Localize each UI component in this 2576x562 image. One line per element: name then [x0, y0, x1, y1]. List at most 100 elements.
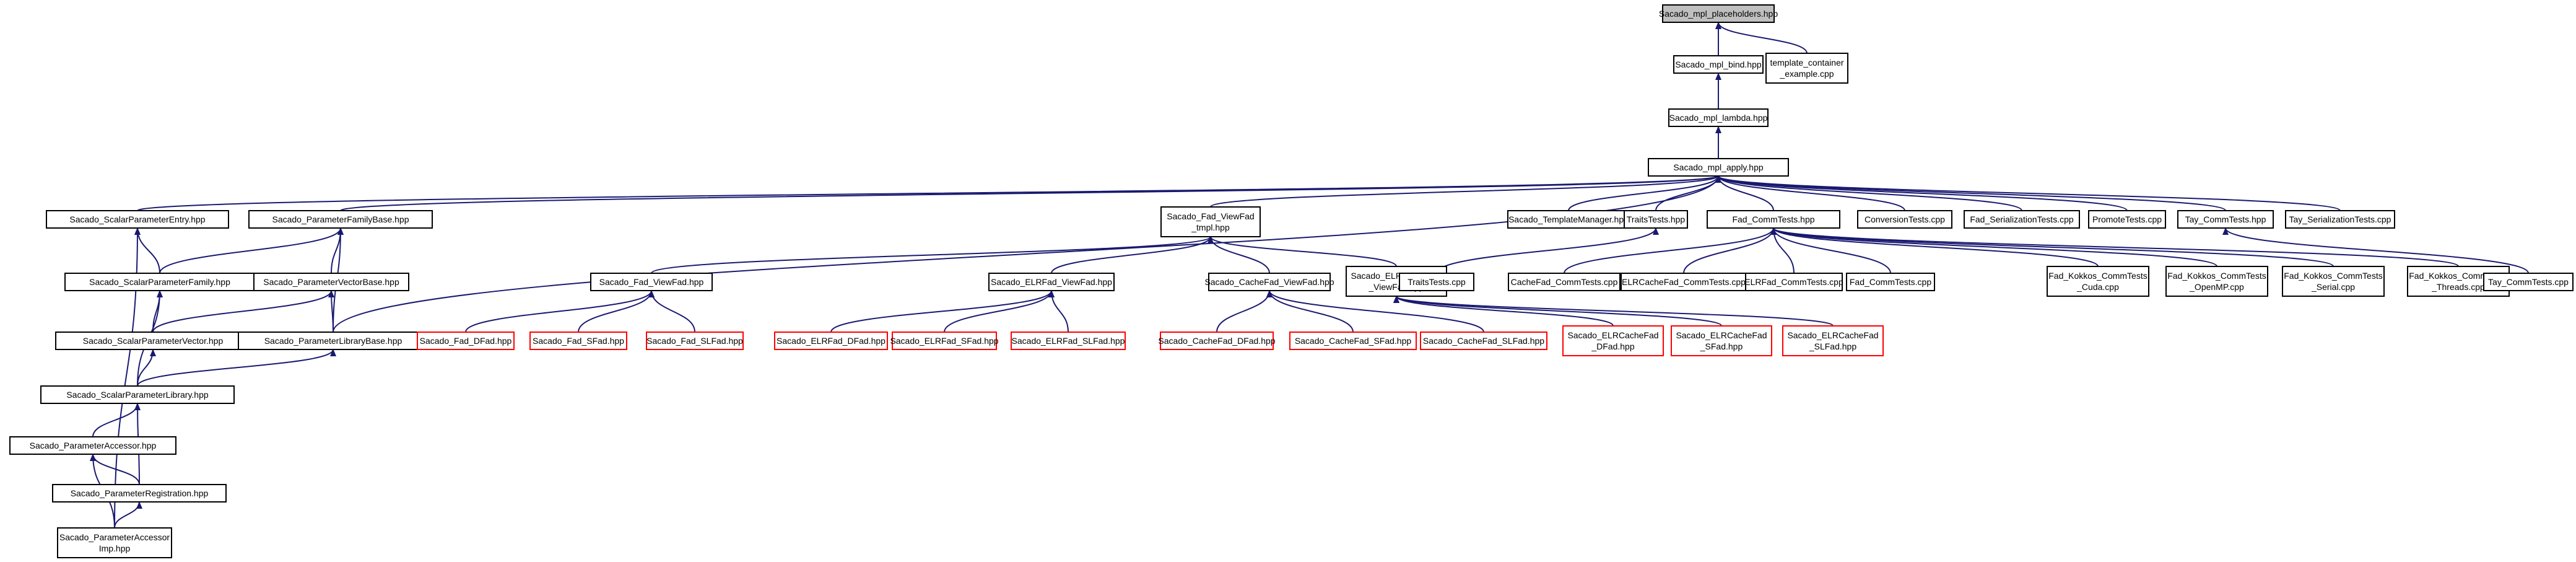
- dependency-edge: [1216, 290, 1273, 333]
- node-label: PromoteTests.cpp: [2092, 214, 2162, 224]
- file-node[interactable]: Sacado_ELRCacheFad_SFad.hpp: [1671, 325, 1772, 356]
- file-node[interactable]: Sacado_Fad_SLFad.hpp: [646, 331, 744, 350]
- edge-line: [1770, 227, 2334, 267]
- file-node[interactable]: ConversionTests.cpp: [1857, 210, 1952, 229]
- file-node[interactable]: Sacado_TemplateManager.hpp: [1507, 210, 1630, 229]
- node-label: Fad_CommTests.cpp: [1850, 277, 1931, 287]
- node-label: Sacado_ELRCacheFad: [1787, 330, 1878, 340]
- node-box: [1420, 331, 1547, 350]
- file-node[interactable]: Fad_Kokkos_CommTests_Serial.cpp: [2282, 266, 2385, 297]
- node-label: Sacado_ELRFad_SFad.hpp: [890, 336, 998, 346]
- node-box: [529, 331, 627, 350]
- file-node[interactable]: Tay_CommTests.hpp: [2177, 210, 2274, 229]
- file-node[interactable]: Sacado_ParameterLibraryBase.hpp: [238, 331, 429, 350]
- edge-line: [1393, 296, 1722, 327]
- file-node[interactable]: Sacado_mpl_bind.hpp: [1673, 55, 1764, 74]
- edge-line: [1715, 175, 1774, 211]
- file-node[interactable]: Fad_SerializationTests.cpp: [1964, 210, 2080, 229]
- file-node[interactable]: template_container_example.cpp: [1765, 53, 1848, 84]
- file-node[interactable]: Tay_SerializationTests.cpp: [2285, 210, 2395, 229]
- edge-line: [1436, 227, 1659, 274]
- node-box: [2088, 210, 2166, 229]
- edge-line: [1715, 175, 2341, 211]
- dependency-edge: [2222, 227, 2529, 274]
- node-label: _tmpl.hpp: [1191, 222, 1230, 232]
- node-label: Sacado_ScalarParameterLibrary.hpp: [66, 390, 209, 400]
- node-label: CacheFad_CommTests.cpp: [1511, 277, 1618, 287]
- file-node[interactable]: Sacado_mpl_apply.hpp: [1648, 158, 1789, 177]
- dependency-edge: [1266, 290, 1354, 333]
- file-node[interactable]: Sacado_ScalarParameterVector.hpp: [55, 331, 251, 350]
- edge-line: [1393, 296, 1834, 327]
- file-node[interactable]: Sacado_ParameterVectorBase.hpp: [253, 273, 409, 291]
- dependency-edge: [328, 290, 335, 333]
- file-node[interactable]: Sacado_ELRFad_SFad.hpp: [890, 331, 999, 350]
- file-node[interactable]: Fad_CommTests.cpp: [1846, 273, 1935, 291]
- file-node[interactable]: Sacado_ScalarParameterEntry.hpp: [46, 210, 229, 229]
- file-node[interactable]: Sacado_ELRFad_DFad.hpp: [774, 331, 888, 350]
- file-node[interactable]: Tay_CommTests.cpp: [2483, 273, 2574, 291]
- file-node[interactable]: Sacado_ScalarParameterLibrary.hpp: [40, 385, 235, 404]
- dependency-edge: [1715, 175, 2226, 211]
- file-node[interactable]: Sacado_ParameterRegistration.hpp: [52, 484, 227, 503]
- edge-line: [328, 290, 335, 333]
- file-node[interactable]: Sacado_CacheFad_ViewFad.hpp: [1204, 273, 1334, 291]
- file-node[interactable]: CacheFad_CommTests.cpp: [1508, 273, 1621, 291]
- file-node[interactable]: Fad_Kokkos_CommTests_Cuda.cpp: [2047, 266, 2149, 297]
- file-node[interactable]: Sacado_ELRCacheFad_DFad.hpp: [1562, 325, 1664, 356]
- node-label: Sacado_Fad_DFad.hpp: [420, 336, 512, 346]
- file-node[interactable]: Fad_Kokkos_CommTests_Threads.cpp: [2407, 266, 2510, 297]
- file-node[interactable]: TraitsTests.hpp: [1624, 210, 1688, 229]
- file-node[interactable]: Sacado_ParameterAccessor.hpp: [9, 436, 176, 455]
- file-node[interactable]: Sacado_mpl_lambda.hpp: [1668, 108, 1769, 127]
- file-node[interactable]: Sacado_ELRCacheFad_SLFad.hpp: [1782, 325, 1884, 356]
- edge-line: [1568, 175, 1721, 211]
- node-label: Sacado_ParameterAccessor.hpp: [30, 441, 157, 450]
- dependency-edge: [1770, 227, 1891, 274]
- dependency-edge: [651, 236, 1214, 274]
- file-node[interactable]: Sacado_Fad_ViewFad.hpp: [590, 273, 713, 291]
- node-box: [1662, 4, 1775, 23]
- dependency-edge: [465, 290, 655, 333]
- node-label: Sacado_ParameterFamilyBase.hpp: [272, 214, 409, 224]
- dependency-edge: [137, 175, 1721, 211]
- file-node[interactable]: Sacado_ParameterFamilyBase.hpp: [248, 210, 433, 229]
- file-node[interactable]: Sacado_Fad_ViewFad_tmpl.hpp: [1160, 206, 1261, 237]
- file-node[interactable]: PromoteTests.cpp: [2088, 210, 2166, 229]
- node-label: Tay_SerializationTests.cpp: [2289, 214, 2391, 224]
- dependency-edge: [1210, 175, 1721, 208]
- file-node[interactable]: Sacado_ELRFad_ViewFad.hpp: [988, 273, 1115, 291]
- file-node[interactable]: Fad_Kokkos_CommTests_OpenMP.cpp: [2165, 266, 2268, 297]
- node-box: [1160, 331, 1274, 350]
- edge-line: [1715, 22, 1808, 54]
- node-box: [646, 331, 744, 350]
- node-box: [55, 331, 251, 350]
- file-node[interactable]: Sacado_CacheFad_SFad.hpp: [1289, 331, 1417, 350]
- file-node[interactable]: Sacado_Fad_DFad.hpp: [417, 331, 515, 350]
- node-label: template_container: [1770, 58, 1843, 68]
- file-node[interactable]: Sacado_Fad_SFad.hpp: [529, 331, 627, 350]
- node-label: Sacado_ParameterLibraryBase.hpp: [264, 336, 402, 346]
- file-node[interactable]: Sacado_ELRFad_SLFad.hpp: [1011, 331, 1126, 350]
- node-label: _example.cpp: [1779, 69, 1834, 79]
- file-node[interactable]: Fad_CommTests.hpp: [1707, 210, 1840, 229]
- dependency-edge: [1393, 296, 1834, 327]
- file-node[interactable]: TraitsTests.cpp: [1399, 273, 1474, 291]
- node-label: Sacado_Fad_SFad.hpp: [533, 336, 624, 346]
- file-node[interactable]: Sacado_CacheFad_DFad.hpp: [1158, 331, 1276, 350]
- edge-line: [1208, 236, 1397, 267]
- node-label: Sacado_mpl_bind.hpp: [1675, 59, 1762, 69]
- file-node[interactable]: ELRFad_CommTests.cpp: [1744, 273, 1843, 291]
- file-node[interactable]: ELRCacheFad_CommTests.cpp: [1621, 273, 1747, 291]
- node-label: _OpenMP.cpp: [2189, 282, 2244, 292]
- dependency-edge: [114, 501, 142, 529]
- edge-line: [1683, 227, 1777, 274]
- edge-line: [137, 349, 156, 387]
- node-box: [1208, 273, 1331, 291]
- file-node[interactable]: Sacado_CacheFad_SLFad.hpp: [1420, 331, 1547, 350]
- edge-line: [1715, 175, 2128, 211]
- node-box: [253, 273, 409, 291]
- file-node[interactable]: Sacado_ScalarParameterFamily.hpp: [64, 273, 255, 291]
- node-box: [9, 436, 176, 455]
